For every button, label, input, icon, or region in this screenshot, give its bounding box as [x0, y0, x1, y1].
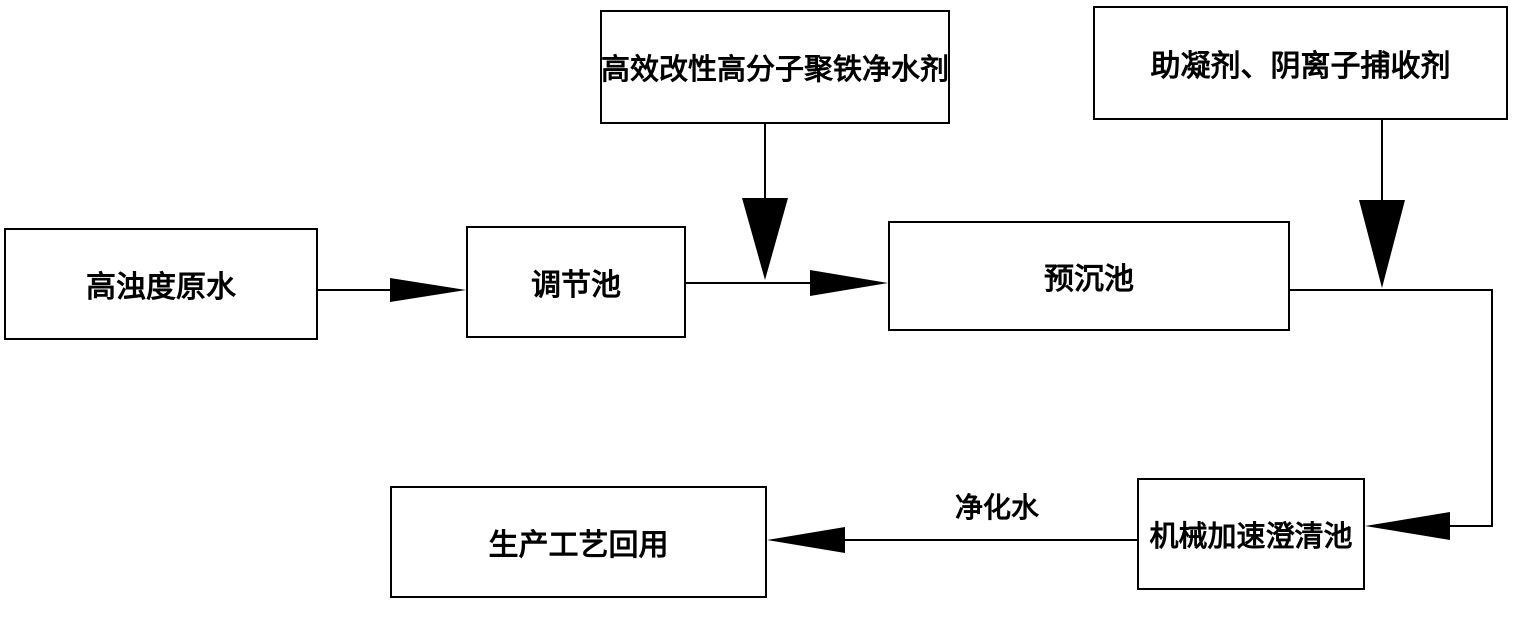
pre-settling-tank-box: 预沉池 [888, 221, 1290, 331]
arrowhead-right [390, 278, 466, 302]
reuse-label: 生产工艺回用 [488, 528, 669, 563]
reuse-box: 生产工艺回用 [390, 486, 767, 598]
raw-water-label: 高浊度原水 [86, 270, 236, 305]
coagulant-label: 高效改性高分子聚铁净水剂 [601, 52, 950, 86]
arrowhead-left [767, 527, 845, 553]
regulating-tank-label: 调节池 [531, 268, 621, 303]
pre-settling-tank-label: 预沉池 [1044, 262, 1134, 297]
coagulant-aid-box: 助凝剂、阴离子捕收剂 [1093, 6, 1508, 120]
clarifier-label: 机械加速澄清池 [1149, 519, 1353, 553]
arrowhead-down [742, 198, 788, 280]
coagulant-aid-label: 助凝剂、阴离子捕收剂 [1150, 49, 1451, 84]
regulating-tank-box: 调节池 [466, 226, 686, 338]
arrowhead-down [1359, 200, 1405, 288]
arrowhead-left [1365, 512, 1450, 540]
raw-water-box: 高浊度原水 [4, 228, 318, 340]
connector-presettling-to-clarifier [1290, 289, 1493, 527]
coagulant-box: 高效改性高分子聚铁净水剂 [600, 10, 950, 124]
clarifier-box: 机械加速澄清池 [1137, 478, 1365, 590]
purified-water-label: 净化水 [955, 491, 1040, 524]
arrowhead-right [810, 270, 888, 296]
